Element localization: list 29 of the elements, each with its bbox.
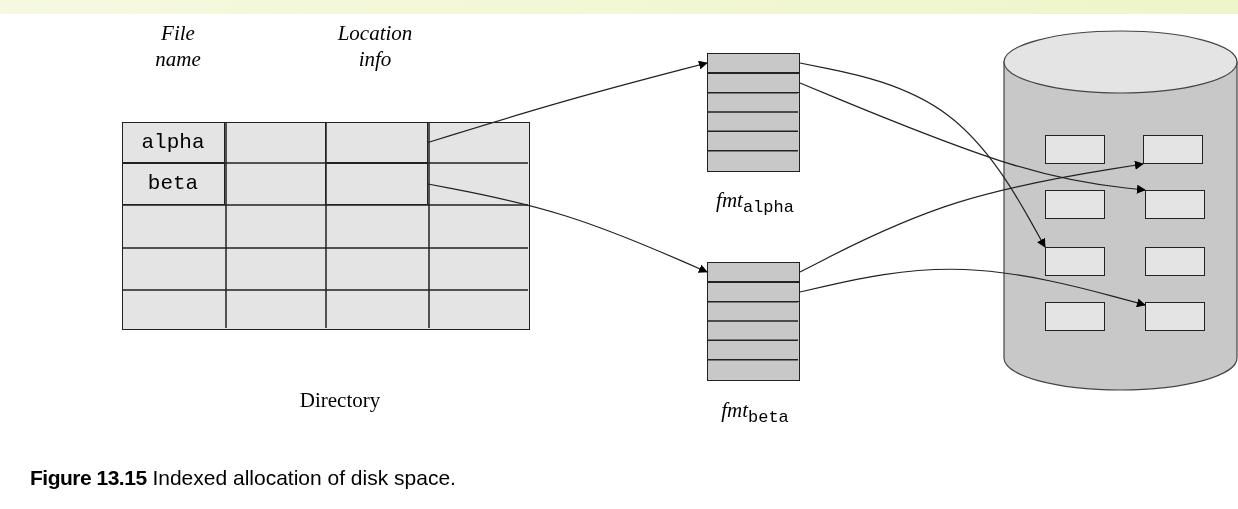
directory-table xyxy=(122,122,530,330)
index-block-table xyxy=(707,262,800,381)
table-cell xyxy=(121,121,225,163)
table-cell xyxy=(324,162,428,205)
arrow xyxy=(799,82,1146,194)
disk-block xyxy=(1045,135,1105,164)
disk-block xyxy=(1143,135,1203,164)
table-label: fmt$_{beta}$ xyxy=(721,398,789,428)
disk-block xyxy=(1145,190,1205,219)
index-block-table xyxy=(707,53,800,172)
figure-caption: Figure 13.15 Indexed allocation of disk space. xyxy=(30,466,456,490)
file-name: alpha xyxy=(141,130,205,154)
table-label: fmt$_{alpha}$ xyxy=(716,188,794,218)
column-header: Location info xyxy=(336,20,414,73)
table-cell xyxy=(324,121,428,163)
disk-block xyxy=(1045,247,1105,276)
disk-block xyxy=(1145,247,1205,276)
disk-block xyxy=(1145,302,1205,331)
file-name: beta xyxy=(147,172,199,195)
arrow xyxy=(799,160,1144,273)
arrow xyxy=(427,60,708,144)
arrow xyxy=(799,268,1146,308)
arrow xyxy=(799,62,1046,248)
arrow xyxy=(427,183,708,273)
table-caption: Directory xyxy=(299,388,381,413)
column-header: File name xyxy=(154,20,202,73)
disk-block xyxy=(1045,302,1105,331)
table-cell xyxy=(121,162,225,205)
disk-block xyxy=(1045,190,1105,219)
